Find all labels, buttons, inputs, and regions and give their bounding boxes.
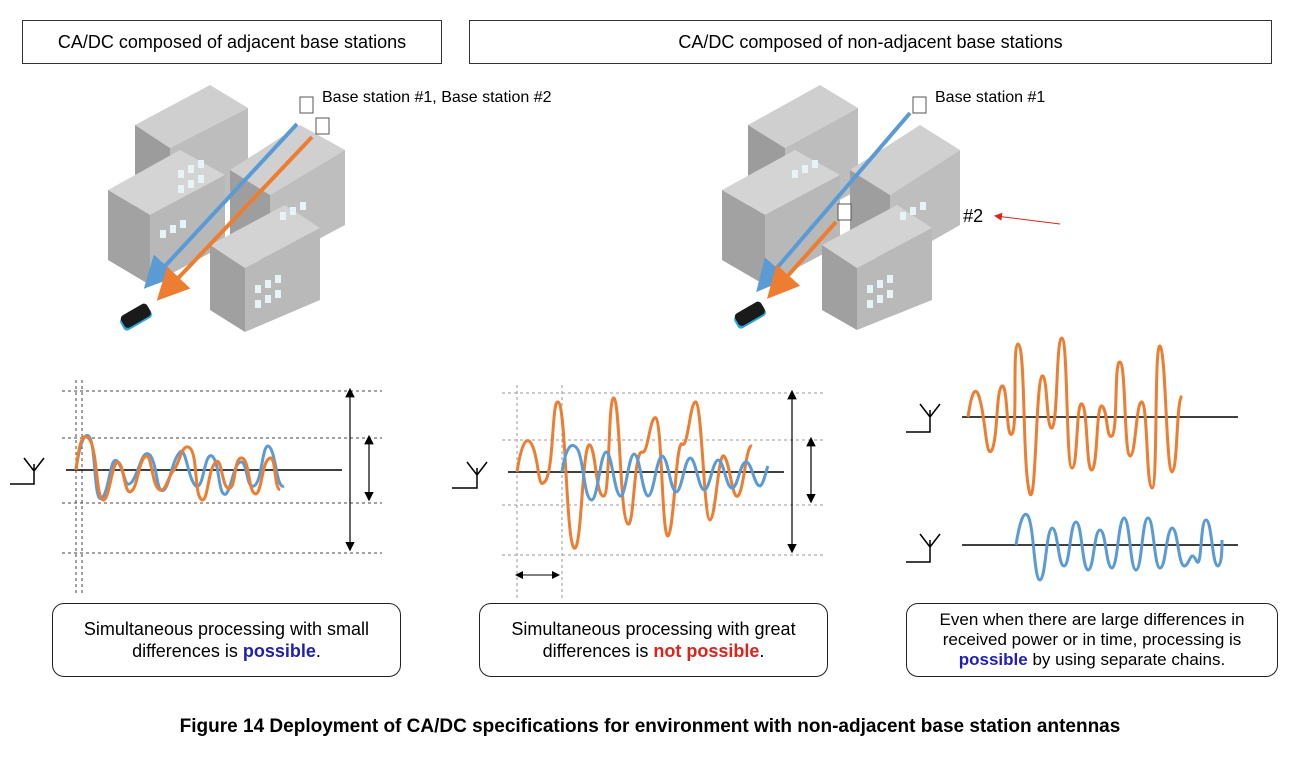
phone-icon-right [734, 301, 766, 329]
buildings-left [108, 85, 345, 332]
label-adjacent-base-stations: Base station #1, Base station #2 [322, 89, 552, 106]
caption-middle-end: . [759, 641, 765, 661]
caption-right-end: by using separate chains. [1027, 650, 1226, 669]
phone-icon [120, 303, 152, 331]
antenna-icon-bs1 [912, 96, 927, 114]
rx-antenna-icon [10, 403, 941, 563]
orange-signal-arrow-right [766, 220, 838, 299]
orange-signal-arrow [156, 135, 314, 301]
caption-right-text: Even when there are large differences in… [939, 610, 1245, 649]
blue-signal-arrow-right [756, 111, 912, 293]
header-adjacent: CA/DC composed of adjacent base stations [22, 20, 442, 64]
caption-adjacent: Simultaneous processing with small diffe… [52, 603, 401, 677]
orange-waveform-left [74, 435, 282, 502]
caption-left-emphasis: possible [242, 641, 316, 661]
guide-lines-left [62, 380, 382, 595]
orange-waveform-right [966, 336, 1184, 496]
blue-waveform-middle [560, 444, 770, 502]
orange-waveform-middle [515, 396, 754, 550]
caption-right-emphasis: possible [958, 650, 1028, 669]
caption-left-end: . [315, 641, 321, 661]
caption-left-text: Simultaneous processing with small diffe… [83, 619, 370, 661]
blue-waveform-right [1014, 512, 1224, 582]
caption-middle-text: Simultaneous processing with great diffe… [511, 619, 796, 661]
antenna-icon [299, 96, 330, 135]
caption-non-adjacent-combined: Simultaneous processing with great diffe… [479, 603, 828, 677]
label-base-station-1: Base station #1 [935, 89, 1046, 106]
blue-signal-arrow [143, 122, 299, 289]
antenna-icon-bs2 [837, 203, 852, 221]
caption-separate-chains: Even when there are large differences in… [906, 603, 1278, 677]
pointer-arrow [994, 212, 1061, 225]
header-non-adjacent: CA/DC composed of non-adjacent base stat… [469, 20, 1272, 64]
figure-caption: Figure 14 Deployment of CA/DC specificat… [179, 716, 1121, 737]
caption-middle-emphasis: not possible [653, 641, 760, 661]
